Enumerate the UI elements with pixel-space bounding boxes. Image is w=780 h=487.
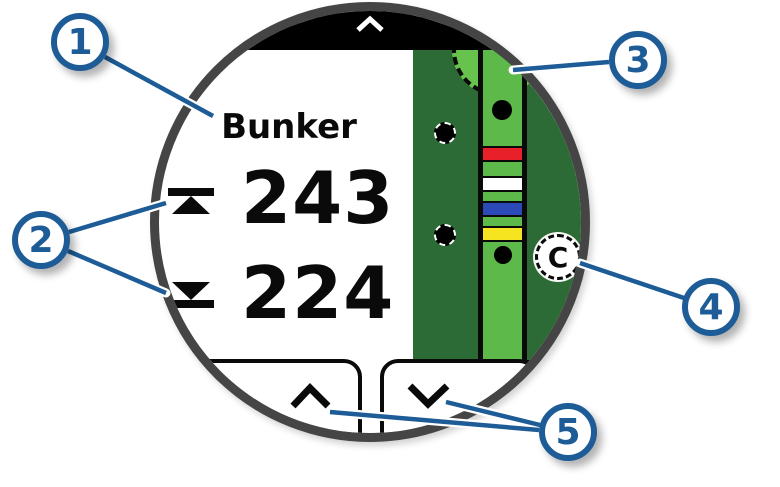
layup-band-blue bbox=[483, 201, 522, 217]
hazard-dot bbox=[434, 122, 456, 144]
layup-band-white bbox=[483, 176, 522, 192]
hazard-name-label: Bunker bbox=[221, 107, 357, 147]
hole-map[interactable]: C bbox=[413, 11, 581, 364]
chevron-up-icon bbox=[290, 382, 331, 409]
callout-badge-5: 5 bbox=[539, 403, 597, 461]
distance-to-front-value: 224 bbox=[241, 251, 395, 335]
scroll-up-button[interactable] bbox=[171, 359, 362, 433]
distance-to-back-value: 243 bbox=[241, 156, 395, 240]
layup-band-yellow bbox=[483, 226, 522, 242]
callout-badge-1: 1 bbox=[51, 13, 109, 71]
chevron-down-icon bbox=[407, 383, 450, 409]
distance-to-back-icon bbox=[168, 188, 214, 214]
hazard-dot bbox=[494, 246, 512, 264]
hazard-dot bbox=[492, 100, 512, 120]
chevron-up-icon bbox=[356, 15, 384, 32]
layup-band-red bbox=[483, 146, 522, 162]
scroll-up-zone[interactable] bbox=[159, 11, 581, 50]
distance-to-front-icon bbox=[168, 282, 214, 308]
callout-badge-4: 4 bbox=[682, 278, 740, 336]
callout-badge-3: 3 bbox=[609, 31, 667, 89]
scroll-down-button[interactable] bbox=[380, 359, 537, 433]
callout-badge-2: 2 bbox=[12, 211, 70, 269]
cup-marker: C bbox=[535, 234, 581, 280]
fairway bbox=[478, 50, 527, 360]
hazard-dot bbox=[434, 224, 456, 246]
watch-face: C Bunker 243 224 bbox=[150, 2, 590, 442]
